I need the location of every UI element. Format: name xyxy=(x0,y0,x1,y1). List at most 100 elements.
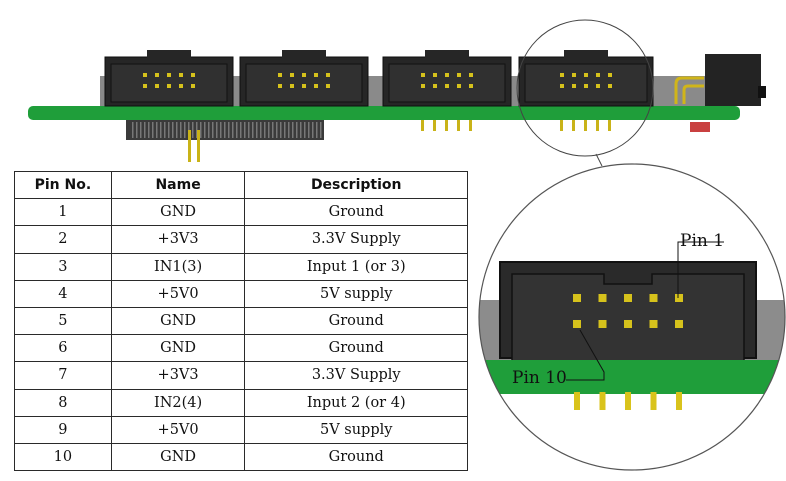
pin-cell: 3 xyxy=(14,252,112,281)
dc-jack xyxy=(705,54,761,106)
name-cell: GND xyxy=(110,198,246,227)
header-connector xyxy=(239,50,369,107)
description-cell: Ground xyxy=(244,442,468,472)
header-pin xyxy=(326,73,330,77)
header-pin xyxy=(572,84,576,88)
header-pin xyxy=(596,84,600,88)
table-header-row: Pin No. Name Description xyxy=(14,170,468,200)
description-cell: Ground xyxy=(244,198,468,227)
header-pin xyxy=(445,73,449,77)
description-cell: Input 1 (or 3) xyxy=(244,252,468,281)
header-description: Description xyxy=(244,170,468,200)
header-pin xyxy=(326,84,330,88)
header-name: Name xyxy=(110,170,246,200)
header-pin xyxy=(167,84,171,88)
pin-cell: 6 xyxy=(14,334,112,363)
magnified-pin xyxy=(675,320,683,328)
magnified-pin xyxy=(675,294,683,302)
pin10-label: Pin 10 xyxy=(512,368,567,388)
magnified-pin xyxy=(624,294,632,302)
header-pin xyxy=(302,73,306,77)
magnified-pin xyxy=(573,320,581,328)
header-pin xyxy=(191,84,195,88)
header-pin xyxy=(469,84,473,88)
header-pin xyxy=(457,73,461,77)
description-cell: Ground xyxy=(244,334,468,363)
header-pin xyxy=(572,73,576,77)
name-cell: IN1(3) xyxy=(110,252,246,281)
name-cell: +3V3 xyxy=(110,225,246,254)
name-cell: +5V0 xyxy=(110,415,246,444)
zoom-circle xyxy=(478,163,786,471)
magnified-pcb xyxy=(479,360,785,394)
header-connector xyxy=(382,50,512,107)
name-cell: IN2(4) xyxy=(110,388,246,417)
header-pin xyxy=(191,73,195,77)
header-pin xyxy=(433,73,437,77)
pin10-leader xyxy=(566,329,605,381)
header-pin xyxy=(560,73,564,77)
pin-cell: 9 xyxy=(14,415,112,444)
header-pin xyxy=(560,84,564,88)
name-cell: GND xyxy=(110,442,246,472)
header-pin xyxy=(608,73,612,77)
pin-cell: 10 xyxy=(14,442,112,472)
header-connector xyxy=(518,50,654,107)
zoom-source-circle xyxy=(516,19,654,157)
header-pin xyxy=(314,73,318,77)
header-pin-no: Pin No. xyxy=(14,170,112,200)
header-pin xyxy=(584,84,588,88)
header-pin xyxy=(143,84,147,88)
description-cell: 5V supply xyxy=(244,415,468,444)
header-pin xyxy=(155,73,159,77)
magnified-pin xyxy=(649,294,658,302)
header-pin xyxy=(596,73,600,77)
header-pin xyxy=(155,84,159,88)
header-pin xyxy=(179,84,183,88)
header-pin xyxy=(143,73,147,77)
description-cell: 5V supply xyxy=(244,279,468,308)
magnified-pin xyxy=(598,320,607,328)
name-cell: GND xyxy=(110,334,246,363)
header-pin xyxy=(457,84,461,88)
header-pin xyxy=(433,84,437,88)
name-cell: +5V0 xyxy=(110,279,246,308)
pin-cell: 8 xyxy=(14,388,112,417)
pin1-leader xyxy=(677,241,724,298)
pin-cell: 4 xyxy=(14,279,112,308)
header-pin xyxy=(421,73,425,77)
header-pin xyxy=(314,84,318,88)
pin-cell: 2 xyxy=(14,225,112,254)
pcb-side-view xyxy=(28,50,766,162)
header-pin xyxy=(608,84,612,88)
header-pin xyxy=(469,73,473,77)
magnified-connector xyxy=(479,261,785,410)
header-pin xyxy=(167,73,171,77)
pin-cell: 5 xyxy=(14,306,112,336)
header-pin xyxy=(179,73,183,77)
description-cell: Input 2 (or 4) xyxy=(244,388,468,417)
description-cell: 3.3V Supply xyxy=(244,225,468,254)
header-pin xyxy=(290,73,294,77)
description-cell: Ground xyxy=(244,306,468,336)
header-pin xyxy=(278,73,282,77)
header-pin xyxy=(421,84,425,88)
name-cell: +3V3 xyxy=(110,361,246,390)
header-connector xyxy=(104,50,234,107)
pcb-strip xyxy=(28,106,740,120)
description-cell: 3.3V Supply xyxy=(244,361,468,390)
magnified-pin xyxy=(649,320,658,328)
header-pin xyxy=(302,84,306,88)
magnified-pin xyxy=(624,320,632,328)
header-pin xyxy=(278,84,282,88)
